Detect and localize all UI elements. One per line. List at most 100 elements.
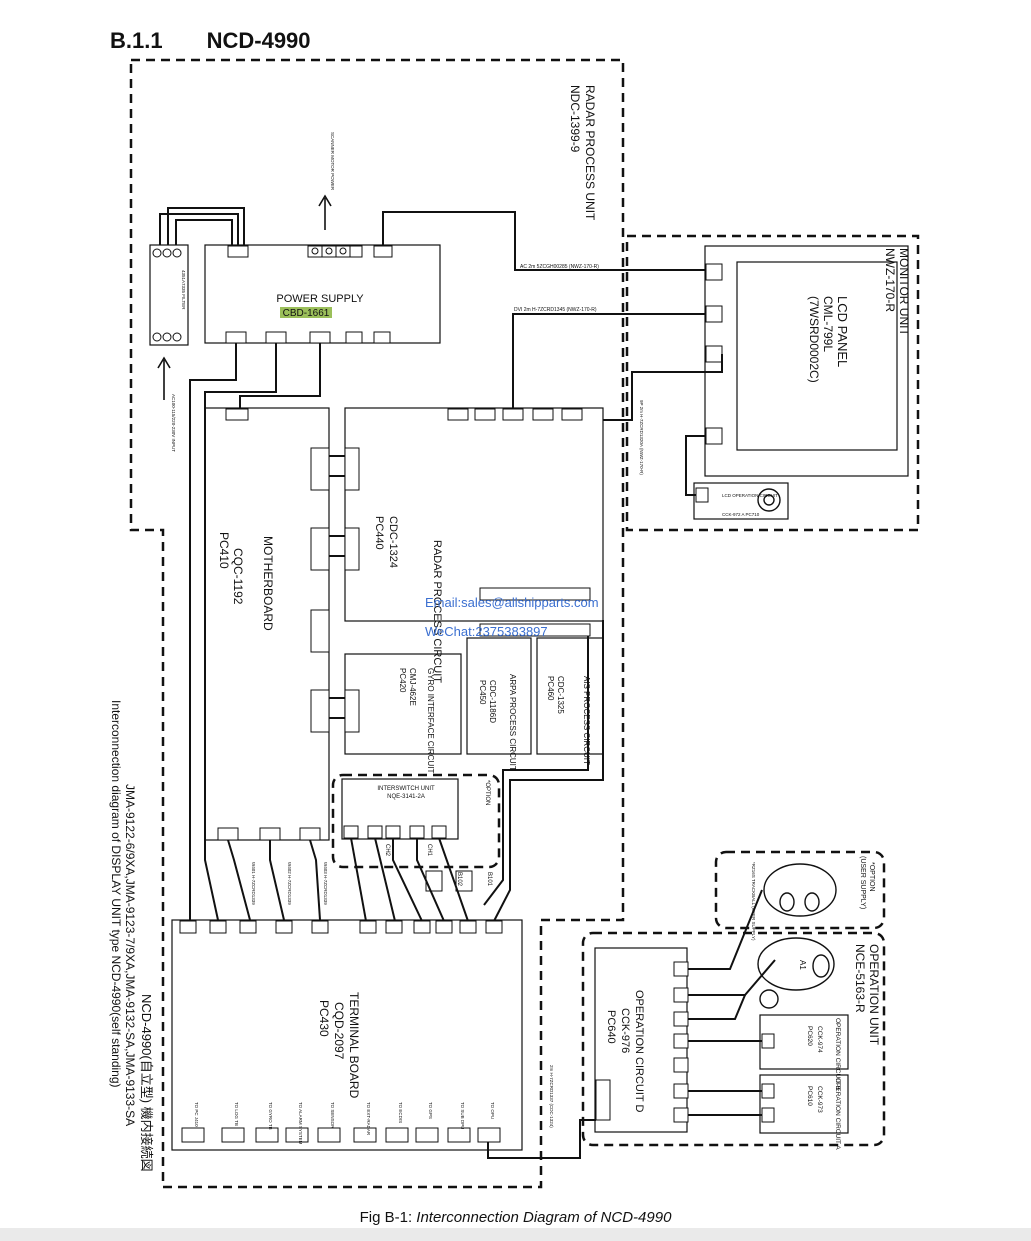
ais-name: AIS PROCESS CIRCUIT — [582, 676, 591, 765]
filter-label: 4351A7335 FILTER — [181, 270, 186, 310]
op-b-code: CCK-974 — [816, 1026, 823, 1053]
radar-unit-title: RADAR PROCESS UNIT — [583, 85, 597, 221]
option-user-border — [714, 850, 886, 930]
gyro-pc: PC420 — [398, 668, 407, 693]
lcd-panel-code: CML-799L — [821, 296, 835, 352]
trackball-a1-icon — [757, 937, 835, 991]
figure-caption: Fig B-1: Interconnection Diagram of NCD-… — [0, 1209, 1031, 1226]
side-line1: JMA-9122-6/9XA,JMA-9123-7/9XA,JMA-9132-S… — [123, 784, 137, 1126]
radar-circuit-code: CDC-1324 — [387, 516, 399, 568]
gyro-code: CMJ-462E — [408, 668, 417, 706]
monitor-box — [704, 245, 909, 477]
interswitch-option: *OPTION — [484, 780, 490, 805]
sw-knob-icon — [759, 989, 779, 1009]
option-user-line1: *OPTION — [868, 862, 875, 892]
interswitch-box — [341, 778, 459, 840]
terminal-output-label: TO LOG TB — [234, 1102, 239, 1126]
motherboard-name: MOTHERBOARD — [261, 536, 275, 631]
b102-label: B102 — [456, 872, 462, 887]
motherboard-code: CQC-1192 — [231, 548, 245, 605]
op-b-pc: PC620 — [806, 1026, 813, 1046]
arpa-code: CDC-1186D — [488, 680, 497, 723]
interswitch-border — [331, 773, 501, 869]
radar-circuit-box — [344, 407, 604, 622]
terminal-name: TERMINAL BOARD — [347, 992, 361, 1099]
interswitch-name: INTERSWITCH UNIT — [377, 786, 435, 792]
lcd-panel-box — [736, 261, 898, 451]
radar-circuit-name: RADAR PROCESS CIRCUIT — [431, 540, 443, 683]
terminal-board-box — [171, 919, 523, 1151]
terminal-code: CQD-2097 — [332, 1002, 346, 1060]
op-d-pc: PC640 — [605, 1010, 617, 1044]
monitor-unit-title: MONITOR UNIT — [897, 248, 911, 336]
op-a-code: CCK-973 — [816, 1086, 823, 1113]
terminal-output-label: TO ALARM SYSTEM — [298, 1102, 303, 1145]
motherboard-pc: PC410 — [217, 532, 231, 569]
bottom-bar — [0, 1228, 1031, 1241]
ac-cable-label: AC 2m 5ZCGH00285 (NWZ-170-R) — [520, 264, 599, 270]
interswitch-code: NQE-3141-2A — [387, 794, 425, 800]
w403-label: W403 H-7ZCRD1339 — [323, 862, 328, 905]
trackball-user-icon — [763, 863, 837, 917]
model-title: NCD-4990 — [206, 28, 311, 53]
watermark-email: Email:sales@allshipparts.com — [425, 595, 599, 610]
section-number: B.1.1 — [110, 28, 163, 53]
option-user-line2: (USER SUPPLY) — [859, 856, 866, 909]
caption-prefix: Fig B-1: — [359, 1209, 413, 1226]
op-b-name: OPERATION CIRCUIT B — [834, 1018, 841, 1090]
terminal-output-label: TO EXT-RADAR — [366, 1102, 371, 1136]
ac-input-label: AC100-115/220-230V INPUT — [171, 394, 176, 452]
trackball-label: *RZ16S TRACKBALL (USER SUPPLY) — [751, 862, 756, 941]
radar-process-unit-border — [129, 58, 625, 1189]
operation-unit-border — [581, 931, 886, 1147]
op-a-pc: PC610 — [806, 1086, 813, 1106]
op-a-box — [759, 1074, 849, 1134]
op-a-name: OPERATION CIRCUIT A — [834, 1078, 841, 1150]
lcd-knob-icon — [757, 488, 781, 512]
terminal-output-label: TO GYRO TB — [268, 1102, 273, 1130]
gyro-name: GYRO INTERFACE CIRCUIT — [426, 668, 435, 773]
radar-unit-code: NDC-1399-9 — [568, 85, 582, 153]
lcd-op-cable-label: 9P 2m H-7ZCRD1320A (NWZ-170-R) — [639, 400, 644, 475]
terminal-output-label: TO OPU — [490, 1102, 495, 1119]
arpa-box — [466, 637, 532, 755]
w401-label: W401 H-7ZCRD1339 — [251, 862, 256, 905]
a1-label: A1 — [798, 960, 807, 970]
lcd-panel-sub: (7WSRD0002C) — [807, 296, 821, 383]
terminal-output-label: TO GPS — [428, 1102, 433, 1119]
radar-circuit-pc: PC440 — [373, 516, 385, 550]
side-line3: Interconnection diagram of DISPLAY UNIT … — [109, 700, 123, 1088]
monitor-unit-code: NWZ-170-R — [883, 248, 897, 312]
arpa-name: ARPA PROCESS CIRCUIT — [508, 674, 517, 771]
page-header: B.1.1 NCD-4990 — [110, 28, 355, 54]
caption-title: Interconnection Diagram of NCD-4990 — [416, 1209, 672, 1226]
term-opu-cable-label: 2m H-7ZCRD1337 (CDC-1324) — [549, 1065, 554, 1128]
operation-unit-code: NCE-5163-R — [853, 944, 867, 1013]
terminal-output-label: TO ECDIS — [398, 1102, 403, 1123]
lcd-op-name: LCD OPERATION CIRCUIT — [722, 493, 778, 498]
watermark-wechat: WeChat:2375383897 — [425, 624, 548, 639]
terminal-output-label: TO SUB DPU — [460, 1102, 465, 1129]
arpa-pc: PC450 — [478, 680, 487, 705]
power-supply-label: POWER SUPPLY — [276, 293, 364, 305]
terminal-output-label: TO SENSOR — [330, 1102, 335, 1129]
lcd-op-box — [693, 482, 789, 520]
scanner-motor-label: SCANNER MOTOR POWER — [330, 132, 335, 191]
side-line2: NCD-4990(自立型) 機内接続図 — [139, 994, 154, 1172]
b101-label: B101 — [486, 872, 492, 887]
dvi-cable-label: DVI 2m H-7ZCRD1345 (NWZ-170-R) — [514, 307, 597, 313]
w402-label: W402 H-7ZCRD1339 — [287, 862, 292, 905]
ch2-label: CH2 — [384, 844, 390, 857]
ch1-label: CH1 — [426, 844, 432, 857]
op-d-code: CCK-976 — [619, 1008, 631, 1053]
op-d-name: OPERATION CIRCUIT D — [633, 990, 645, 1112]
lcd-panel-name: LCD PANEL — [835, 296, 850, 367]
power-supply-code: CBD-1661 — [283, 308, 330, 319]
lcd-op-code: CCK-972 A PC710 — [722, 512, 760, 517]
monitor-unit-border — [625, 234, 920, 532]
ais-code: CDC-1325 — [556, 676, 565, 714]
terminal-pc: PC430 — [317, 1000, 331, 1037]
operation-unit-title: OPERATION UNIT — [867, 944, 881, 1046]
